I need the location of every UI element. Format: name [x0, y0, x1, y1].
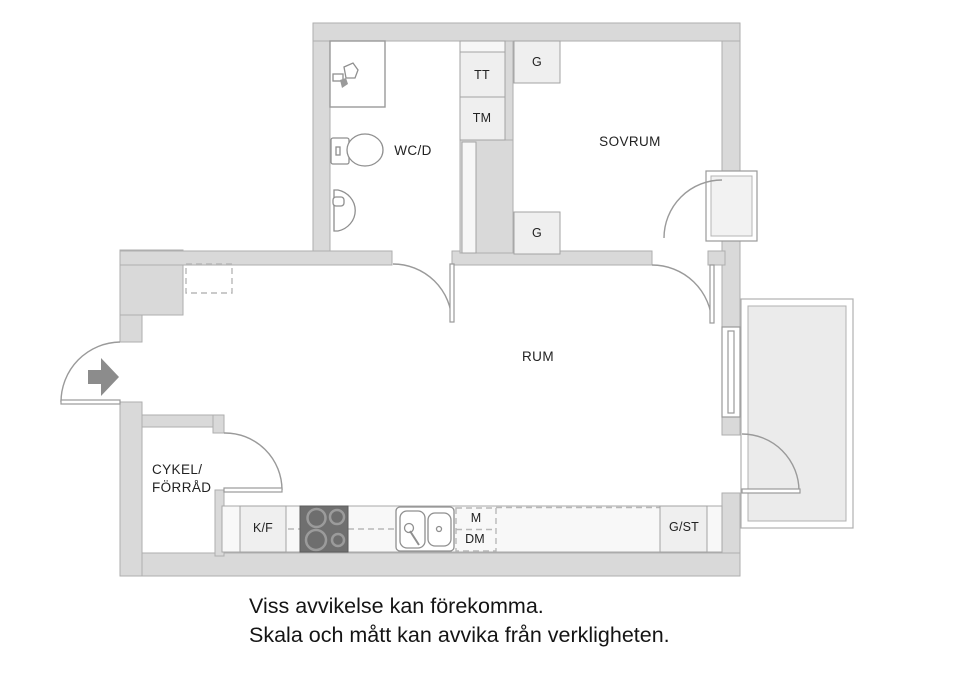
- double-sink-icon: [395, 506, 455, 552]
- stove-burners-icon: [299, 505, 349, 553]
- wall-left-upper: [119, 314, 143, 343]
- balcony-inner: [747, 305, 847, 522]
- storage-label-line2: FÖRRÅD: [152, 480, 212, 495]
- bedroom-door-arc: [651, 264, 713, 324]
- washbasin-icon: [332, 189, 356, 232]
- wardrobe-top-box: [513, 40, 561, 84]
- stove-burner: [306, 507, 327, 529]
- shower-handle: [340, 78, 348, 88]
- storage-door: [223, 432, 283, 493]
- label-micro: M: [470, 511, 482, 525]
- dashed-wardrobe-provision: [185, 263, 233, 294]
- basin: [333, 189, 356, 232]
- shower-arm: [332, 73, 344, 82]
- label-washing-machine: TM: [472, 111, 492, 125]
- storage-door-arc: [223, 432, 283, 491]
- faucet-lever: [409, 530, 420, 546]
- caption-line2: Skala och mått kan avvika från verklighe…: [249, 622, 670, 647]
- wall-top: [312, 22, 741, 42]
- balcony-door-arc: [741, 433, 800, 492]
- bedroom-balcony-door-panel: [710, 175, 753, 237]
- entrance-door: [60, 341, 121, 405]
- shaft-duct: [461, 141, 477, 254]
- label-dishwasher: DM: [465, 532, 485, 546]
- caption-line1: Viss avvikelse kan förekomma.: [249, 594, 544, 618]
- doors: [60, 179, 801, 494]
- wall-bedroom-door-pier: [707, 250, 726, 266]
- entrance-arrow-icon: [88, 358, 119, 396]
- bedroom-balcony-door-arc: [663, 179, 723, 239]
- towel-dryer-box: [459, 51, 506, 98]
- drain: [435, 525, 443, 533]
- rum-window-glass: [727, 330, 735, 414]
- wardrobe-bottom-box: [513, 211, 561, 255]
- label-wardrobe-bottom: G: [532, 226, 542, 240]
- label-towel-dryer: TT: [474, 68, 490, 82]
- toilet-icon: [330, 133, 384, 167]
- label-wardrobe-top: G: [532, 55, 542, 69]
- bedroom-door-leaf: [709, 264, 715, 324]
- disclaimer-caption: Viss avvikelse kan förekomma. Skala och …: [249, 592, 670, 649]
- bathroom-top-cabinet: [459, 40, 506, 53]
- bathroom-fixtures: [329, 40, 386, 232]
- entrance-door-leaf: [60, 399, 121, 405]
- wall-bottom: [119, 552, 741, 577]
- wall-mid-horizontal-left: [119, 250, 393, 266]
- walls: [119, 22, 741, 577]
- shower-area: [329, 40, 386, 108]
- bedroom-door: [651, 264, 715, 324]
- wcd-door-leaf: [449, 263, 455, 323]
- label-wardrobe-cleaning: G/ST: [669, 520, 699, 534]
- basin-tap: [332, 196, 345, 207]
- kitchen: [221, 505, 723, 553]
- washing-machine-box: [459, 96, 506, 141]
- storage-label-line1: CYKEL/: [152, 462, 203, 477]
- stove-burner: [304, 528, 328, 552]
- cleaning-wardrobe-box: [659, 505, 708, 553]
- wall-left-lower: [119, 401, 143, 577]
- storage-door-leaf: [223, 487, 283, 493]
- room-label-wcd: WC/D: [394, 143, 432, 158]
- shower-head: [343, 62, 359, 79]
- balcony-door: [741, 433, 801, 494]
- label-fridge-freezer: K/F: [252, 521, 274, 535]
- fridge-freezer-box: [239, 505, 287, 553]
- wcd-door-arc: [392, 263, 453, 323]
- wall-storage-step: [212, 414, 225, 434]
- stove-burner: [328, 508, 346, 526]
- stove-burner: [330, 532, 346, 548]
- wall-right-sill: [721, 414, 741, 436]
- balcony: [740, 298, 854, 529]
- wall-right-upper: [721, 40, 741, 173]
- toilet-button: [335, 146, 341, 156]
- toilet-bowl: [346, 133, 384, 167]
- wall-bathroom-left: [312, 40, 331, 265]
- faucet: [403, 522, 415, 534]
- wall-storage-top: [141, 414, 224, 428]
- entrance-door-arc: [60, 341, 121, 403]
- room-label-sovrum: SOVRUM: [599, 134, 661, 149]
- windows: [705, 170, 758, 418]
- room-label-storage: CYKEL/ FÖRRÅD: [152, 461, 211, 497]
- wcd-door: [392, 263, 455, 323]
- balcony-door-leaf: [741, 488, 801, 494]
- cabinets: [185, 40, 561, 294]
- room-label-rum: RUM: [522, 349, 554, 364]
- shower-head-icon: [332, 62, 359, 88]
